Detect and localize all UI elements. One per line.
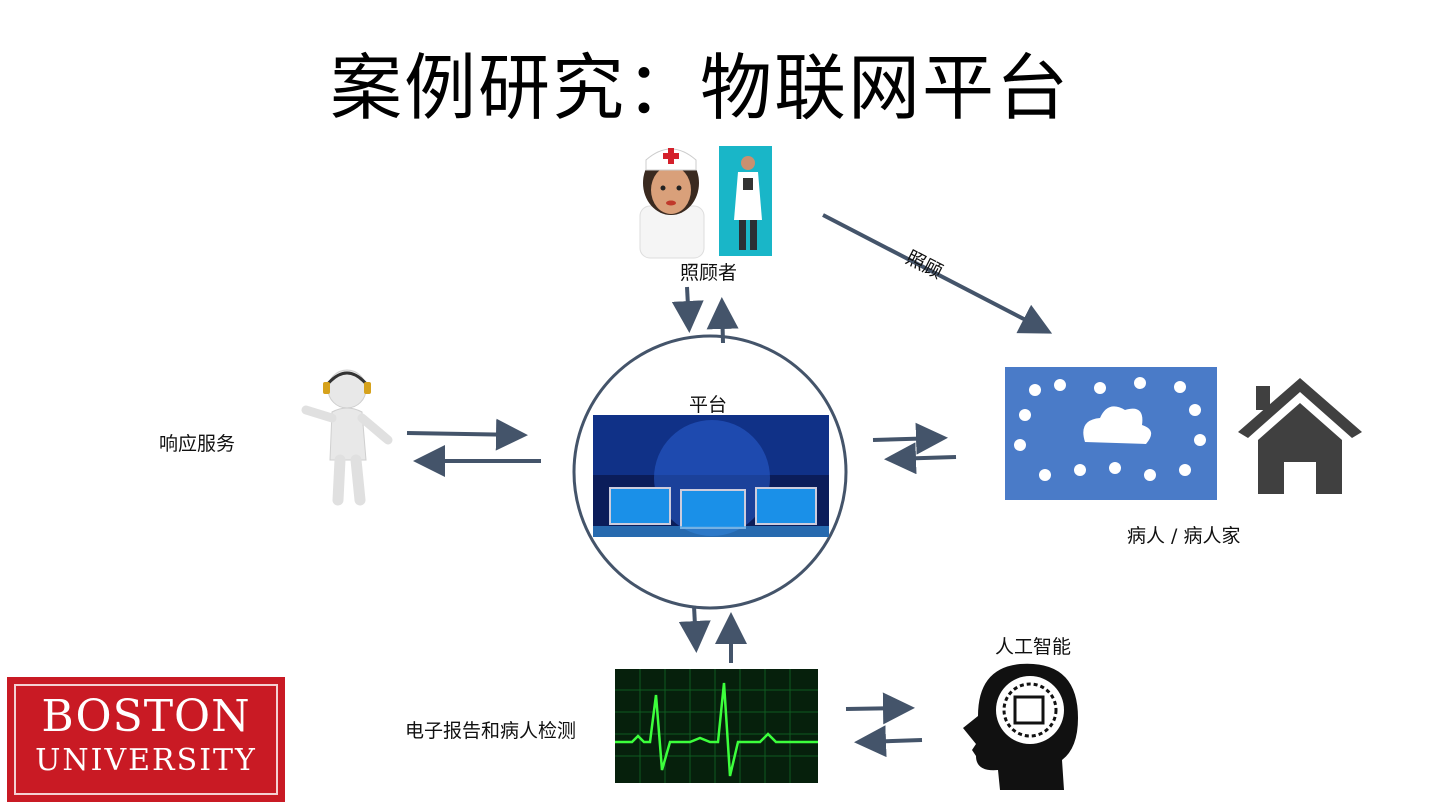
arrow-ai-to-ehr: [854, 725, 923, 758]
iot-cloud-panel: [1005, 367, 1217, 500]
arrow-care: [822, 213, 1053, 334]
response-service-label: 响应服务: [159, 433, 236, 455]
arrow-platform-to-ehr: [678, 605, 711, 653]
arrow-caregiver-to-platform: [671, 286, 704, 333]
arrow-platform-to-caregiver: [706, 297, 739, 344]
platform-monitors-image: [593, 415, 829, 537]
support-agent-icon: [301, 369, 393, 506]
ai-head-icon: [963, 663, 1078, 790]
slide-title: 案例研究：物联网平台: [329, 46, 1070, 130]
ehr-monitoring-label: 电子报告和病人检测: [405, 720, 577, 742]
ecg-monitor-image: [615, 669, 818, 783]
arrow-patient-to-platform: [884, 442, 957, 475]
logo-line-2: UNIVERSITY: [35, 743, 257, 778]
arrow-platform-to-patient: [872, 422, 948, 455]
caregiver-label: 照顾者: [680, 262, 738, 284]
platform-label: 平台: [689, 394, 728, 416]
platform-circle: [572, 334, 848, 610]
house-icon: [1238, 378, 1362, 494]
arrow-ehr-to-ai: [845, 692, 915, 725]
doctor-icon: [719, 146, 772, 256]
nurse-icon: [639, 148, 705, 259]
patient-home-label: 病人 / 病人家: [1127, 525, 1241, 547]
logo-line-1: BOSTON: [41, 691, 251, 742]
arrow-response-to-platform: [406, 418, 528, 451]
ai-label: 人工智能: [995, 636, 1072, 658]
boston-university-logo: BOSTON UNIVERSITY: [7, 677, 285, 802]
